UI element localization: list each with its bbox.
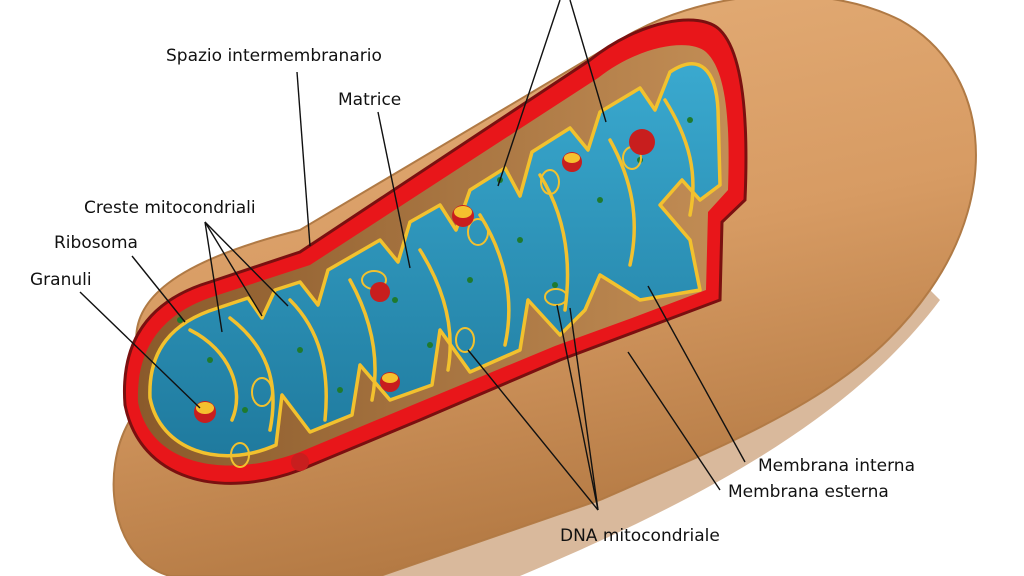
leader-granules xyxy=(79,291,201,409)
leader-top-a xyxy=(497,0,561,187)
label-matrix: Matrice xyxy=(338,90,401,110)
leader-dna-a xyxy=(467,349,599,511)
leader-dna-b xyxy=(556,304,599,511)
label-cristae: Creste mitocondriali xyxy=(84,198,256,218)
granules xyxy=(194,129,655,471)
leader-cristae-b xyxy=(204,221,263,317)
leader-ribosome xyxy=(131,255,186,323)
leader-top-b xyxy=(569,0,607,123)
leader-lines xyxy=(79,0,746,511)
label-outer-membrane: Membrana esterna xyxy=(728,482,889,502)
leader-intermembrane xyxy=(296,71,311,247)
label-intermembrane-space: Spazio intermembranario xyxy=(166,46,382,66)
label-inner-membrane: Membrana interna xyxy=(758,456,915,476)
leader-outer-membrane xyxy=(627,351,721,491)
label-ribosome: Ribosoma xyxy=(54,233,138,253)
leader-cristae-c xyxy=(204,221,289,307)
label-mitochondrial-dna: DNA mitocondriale xyxy=(560,526,720,546)
leader-cristae-a xyxy=(204,221,223,333)
leader-matrix xyxy=(377,111,411,269)
leader-inner-membrane xyxy=(647,285,746,463)
label-granules: Granuli xyxy=(30,270,92,290)
leader-dna-c xyxy=(569,307,599,511)
